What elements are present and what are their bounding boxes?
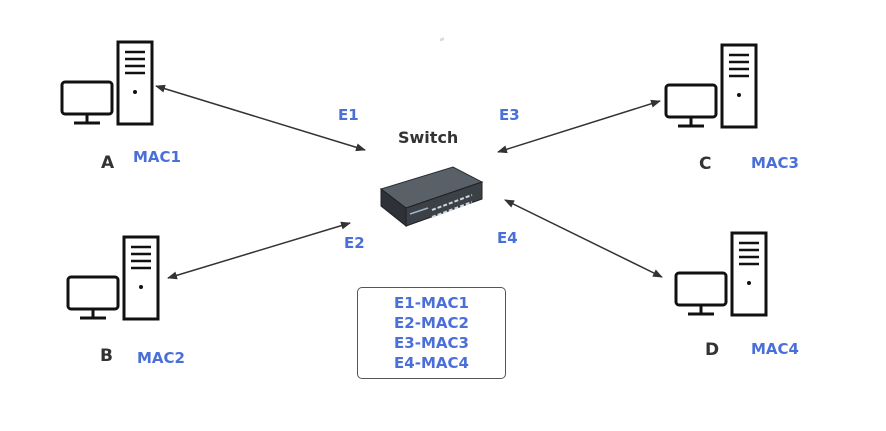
mac-a-label: MAC1 xyxy=(133,148,181,166)
computer-a-icon xyxy=(60,40,154,126)
mac-c-label: MAC3 xyxy=(751,154,799,172)
computer-d-icon xyxy=(674,231,768,317)
node-c-label: C xyxy=(699,154,712,174)
port-e4-label: E4 xyxy=(497,229,518,247)
mac-b-label: MAC2 xyxy=(137,349,185,367)
computer-c-icon xyxy=(664,43,758,129)
computer-b-icon xyxy=(66,235,160,321)
switch-label: Switch xyxy=(398,128,459,147)
node-a-label: A xyxy=(101,153,115,173)
mac-table-row: E4-MAC4 xyxy=(394,354,469,372)
mac-table-row: E1-MAC1 xyxy=(394,294,469,312)
node-d-label: D xyxy=(705,340,720,360)
link-b-switch xyxy=(167,221,351,280)
mac-address-table: E1-MAC1 E2-MAC2 E3-MAC3 E4-MAC4 xyxy=(357,287,506,379)
link-d-switch xyxy=(504,199,663,278)
link-c-switch xyxy=(497,99,661,154)
mac-d-label: MAC4 xyxy=(751,340,799,358)
port-e3-label: E3 xyxy=(499,106,520,124)
port-e1-label: E1 xyxy=(338,106,359,124)
port-e2-label: E2 xyxy=(344,234,365,252)
mac-table-row: E2-MAC2 xyxy=(394,314,469,332)
mac-table-row: E3-MAC3 xyxy=(394,334,469,352)
link-a-switch xyxy=(155,84,366,152)
switch-icon xyxy=(379,37,484,228)
node-b-label: B xyxy=(100,346,113,366)
